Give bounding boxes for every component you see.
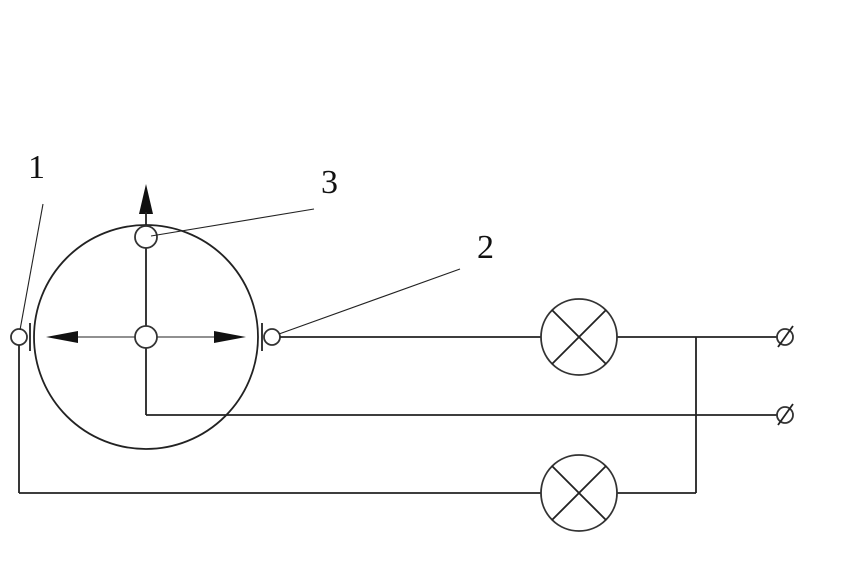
center-contact-icon xyxy=(134,325,158,349)
label-2: 2 xyxy=(477,229,494,266)
terminal-top-icon xyxy=(776,325,794,348)
lamp-2-icon xyxy=(540,454,618,532)
arrow-up-icon xyxy=(139,184,153,214)
label-3: 3 xyxy=(321,164,338,201)
arrow-right-icon xyxy=(214,331,246,343)
leader-3 xyxy=(150,208,315,237)
contact-1-icon xyxy=(10,328,28,346)
contact-2-icon xyxy=(263,328,281,346)
contact-3-icon xyxy=(134,225,158,249)
leader-2 xyxy=(278,268,461,335)
arrow-left-icon xyxy=(46,331,78,343)
terminal-bottom-icon xyxy=(776,403,794,426)
label-1: 1 xyxy=(28,149,45,186)
leader-1 xyxy=(19,203,44,331)
lamp-1-icon xyxy=(540,298,618,376)
